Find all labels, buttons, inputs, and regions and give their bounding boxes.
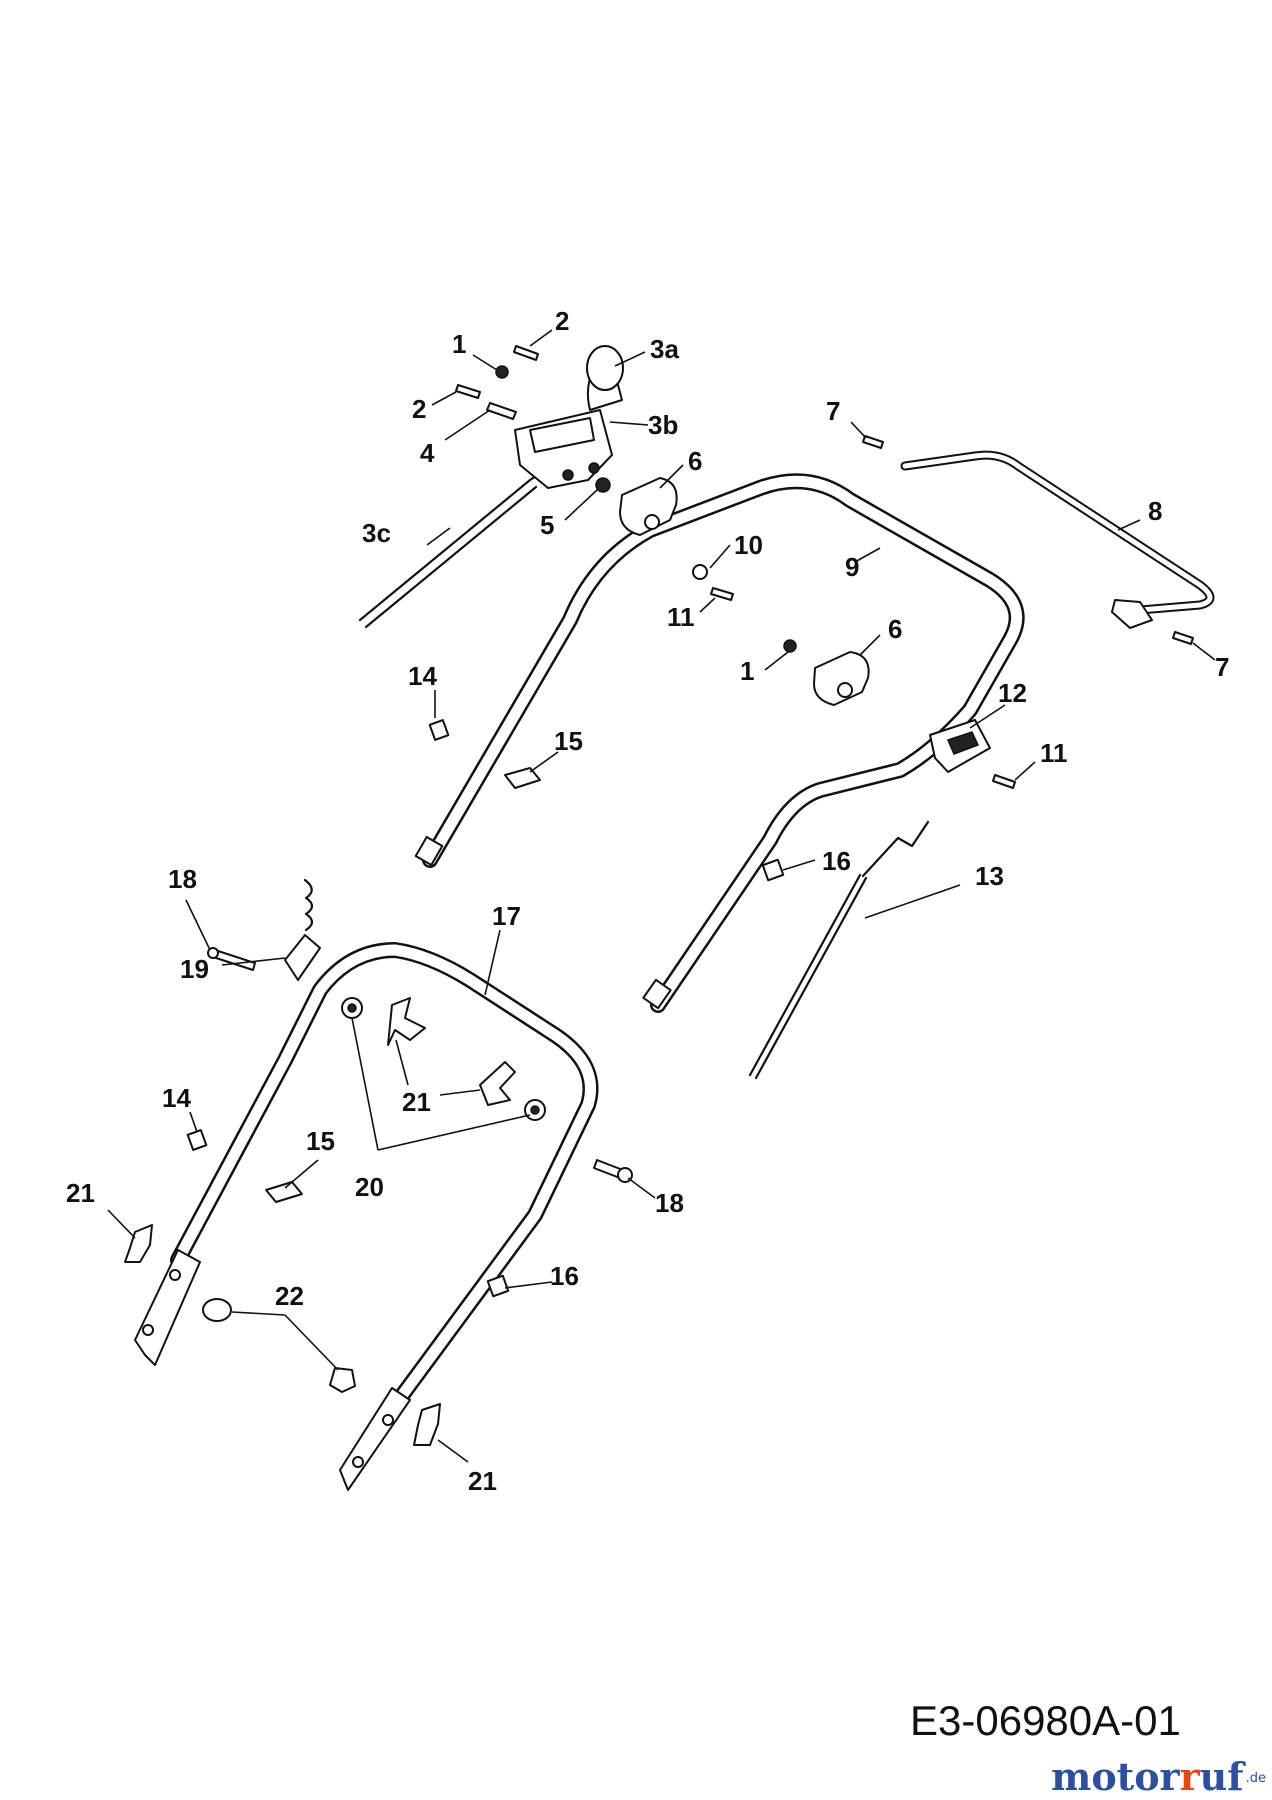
label-3b: 3b bbox=[648, 410, 678, 440]
label-3a: 3a bbox=[650, 334, 679, 364]
label-20: 20 bbox=[355, 1172, 384, 1202]
label-13: 13 bbox=[975, 861, 1004, 891]
label-21c: 21 bbox=[468, 1466, 497, 1496]
label-1a: 1 bbox=[452, 329, 466, 359]
label-21b: 21 bbox=[402, 1087, 431, 1117]
screw-2b bbox=[455, 384, 481, 399]
label-16a: 16 bbox=[822, 846, 851, 876]
wing-knob-21a bbox=[387, 997, 426, 1046]
label-1b: 1 bbox=[740, 656, 754, 686]
clamp-6b bbox=[813, 651, 870, 706]
bracket-12 bbox=[929, 719, 991, 773]
label-6a: 6 bbox=[688, 446, 702, 476]
label-15a: 15 bbox=[554, 726, 583, 756]
clip-15b bbox=[265, 1181, 303, 1203]
label-2a: 2 bbox=[555, 306, 569, 336]
wing-knob-21b bbox=[479, 1061, 516, 1106]
clip-16b bbox=[486, 1274, 510, 1298]
clip-15a bbox=[504, 767, 541, 789]
screw-7a bbox=[862, 435, 884, 449]
label-16b: 16 bbox=[550, 1261, 579, 1291]
bolt-18a bbox=[212, 949, 256, 971]
label-19: 19 bbox=[180, 954, 209, 984]
clip-16a bbox=[761, 858, 785, 882]
label-10: 10 bbox=[734, 530, 763, 560]
washer-10 bbox=[692, 564, 708, 580]
lever-assembly-3ab bbox=[514, 345, 624, 489]
label-22: 22 bbox=[275, 1281, 304, 1311]
nut-1a bbox=[495, 365, 509, 379]
knob-22 bbox=[202, 1298, 356, 1393]
label-5: 5 bbox=[540, 510, 554, 540]
label-3c: 3c bbox=[362, 518, 391, 548]
drawing-code: E3-06980A-01 bbox=[910, 1697, 1181, 1744]
handle-bar-8 bbox=[900, 450, 1215, 629]
leader-lines bbox=[107, 329, 1216, 1463]
label-12: 12 bbox=[998, 678, 1027, 708]
wing-knob-21d bbox=[413, 1403, 441, 1446]
label-21a: 21 bbox=[66, 1178, 95, 1208]
clip-14a bbox=[428, 719, 450, 741]
label-6b: 6 bbox=[888, 614, 902, 644]
logo-tld: .de bbox=[1246, 1771, 1266, 1786]
label-8: 8 bbox=[1148, 496, 1162, 526]
part-labels: 1 2 3a 2 4 3b 6 5 3c 7 8 10 9 11 6 1 7 1… bbox=[66, 306, 1229, 1496]
label-7a: 7 bbox=[826, 396, 840, 426]
label-2b: 2 bbox=[412, 394, 426, 424]
label-4: 4 bbox=[420, 438, 435, 468]
label-18b: 18 bbox=[655, 1188, 684, 1218]
clip-14b bbox=[186, 1129, 208, 1151]
lower-handle-17 bbox=[134, 942, 599, 1491]
watermark-logo: motorruf .de bbox=[1051, 1754, 1266, 1799]
screw-7b bbox=[1172, 631, 1194, 645]
label-9: 9 bbox=[845, 552, 859, 582]
cable-13 bbox=[748, 820, 930, 1080]
label-14a: 14 bbox=[408, 661, 437, 691]
label-18a: 18 bbox=[168, 864, 197, 894]
logo-wordmark: motorruf bbox=[1051, 1754, 1246, 1799]
label-7b: 7 bbox=[1215, 652, 1229, 682]
bolt-4 bbox=[486, 402, 517, 420]
label-11a: 11 bbox=[667, 602, 695, 632]
screw-11b bbox=[992, 774, 1016, 789]
label-11b: 11 bbox=[1040, 738, 1068, 768]
label-17: 17 bbox=[492, 901, 521, 931]
label-14b: 14 bbox=[162, 1083, 191, 1113]
wing-knob-21c bbox=[124, 1224, 153, 1263]
nut-5 bbox=[595, 477, 611, 493]
nut-1b bbox=[783, 639, 797, 653]
spring-clip-19 bbox=[284, 878, 321, 981]
upper-handle-9 bbox=[414, 473, 1025, 1013]
clamp-6a bbox=[619, 477, 678, 536]
label-15b: 15 bbox=[306, 1126, 335, 1156]
screw-11a bbox=[710, 587, 734, 601]
screw-2a bbox=[513, 345, 539, 361]
